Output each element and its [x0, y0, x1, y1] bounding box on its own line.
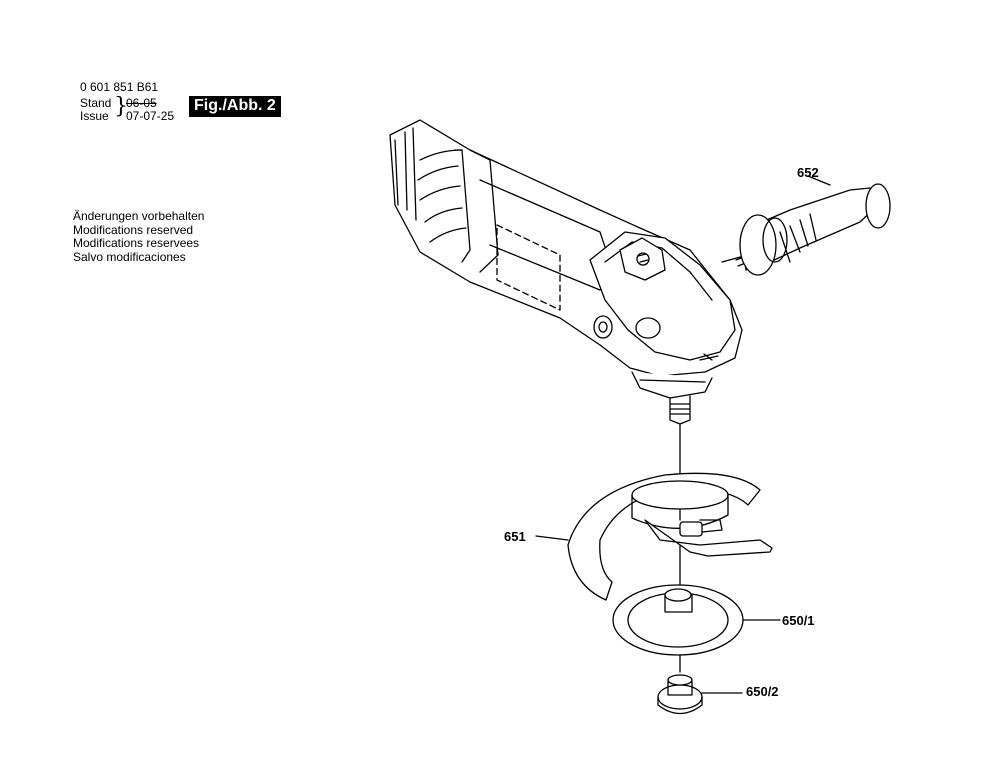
- new-date: 07-07-25: [126, 109, 175, 123]
- old-date: 06-05: [126, 96, 157, 110]
- note-line: Änderungen vorbehalten: [73, 209, 205, 223]
- figure-label: Fig./Abb. 2: [189, 96, 281, 117]
- wheel-guard: [535, 472, 773, 601]
- grinder-body: [389, 119, 743, 425]
- stand-label: Stand: [80, 96, 112, 110]
- callout-guard: 651: [504, 529, 526, 544]
- callout-handle: 652: [797, 165, 819, 180]
- note-line: Modifications reservees: [73, 236, 200, 250]
- notes-block: Änderungen vorbehalten Modifications res…: [73, 209, 205, 264]
- callout-nut: 650/2: [746, 684, 779, 699]
- callout-flange: 650/1: [782, 613, 815, 628]
- note-line: Modifications reserved: [73, 222, 194, 237]
- brace-icon: }: [114, 94, 128, 119]
- leader-guard: [535, 535, 569, 541]
- flange-disc: [612, 584, 781, 656]
- clamping-nut: [657, 674, 743, 715]
- side-handle: [721, 175, 891, 276]
- part-number: 0 601 851 B61: [80, 80, 159, 94]
- issue-label: Issue: [80, 109, 109, 123]
- note-line: Salvo modificaciones: [73, 249, 186, 264]
